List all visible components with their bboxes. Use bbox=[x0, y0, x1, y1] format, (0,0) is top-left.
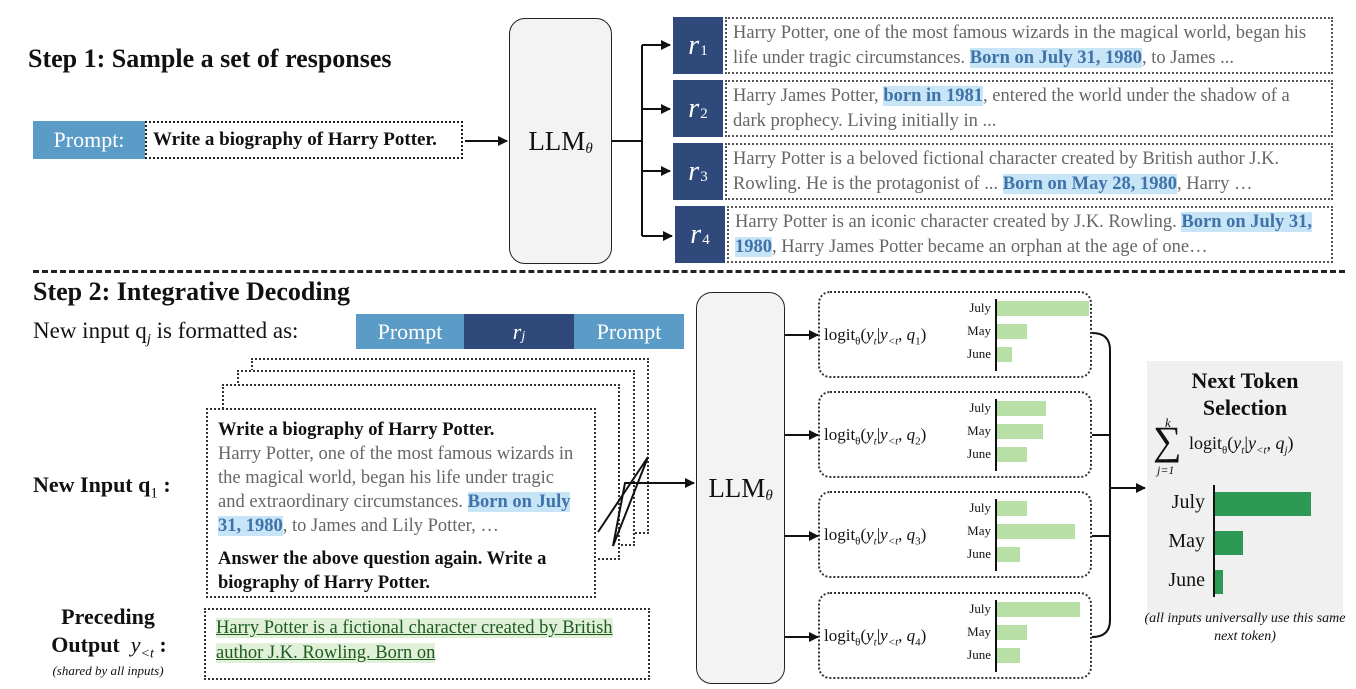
next-bar-axis bbox=[1213, 485, 1215, 597]
bar-label-july: July bbox=[969, 500, 991, 515]
prompt-text-box: Write a biography of Harry Potter. bbox=[145, 121, 463, 159]
bar-may bbox=[996, 524, 1075, 539]
next-bar-june bbox=[1215, 570, 1223, 594]
prompt-label: Prompt: bbox=[33, 121, 145, 159]
llm-subscript: θ bbox=[585, 140, 593, 157]
bar-label-may: May bbox=[967, 624, 991, 639]
bar-axis bbox=[995, 499, 997, 571]
bar-label-may: May bbox=[967, 523, 991, 538]
bar-july bbox=[996, 501, 1027, 516]
next-token-title: Next Token Selection bbox=[1191, 368, 1299, 420]
bar-june bbox=[996, 447, 1027, 462]
format-description: New input qj is formatted as: bbox=[33, 318, 299, 348]
bar-axis bbox=[995, 600, 997, 672]
preceding-note: (shared by all inputs) bbox=[52, 663, 164, 678]
bar-label-july: July bbox=[969, 300, 991, 315]
logit-formula: logitθ(yt|y<t, q1) bbox=[824, 325, 927, 348]
bar-july bbox=[996, 602, 1081, 617]
bar-label-may: May bbox=[967, 423, 991, 438]
input-card-q1: Write a biography of Harry Potter. Harry… bbox=[206, 408, 596, 598]
next-bar-label-june: June bbox=[1168, 569, 1205, 591]
bar-label-june: June bbox=[967, 346, 991, 361]
input-card-question: Write a biography of Harry Potter. bbox=[218, 420, 495, 440]
next-token-note: (all inputs universally use this same ne… bbox=[1144, 611, 1346, 644]
logit-formula: logitθ(yt|y<t, q3) bbox=[824, 525, 927, 548]
next-bar-label-july: July bbox=[1171, 491, 1205, 513]
format-segment-prompt-1: Prompt bbox=[356, 314, 464, 349]
bar-label-may: May bbox=[967, 323, 991, 338]
new-input-label: New Input q1 : bbox=[33, 472, 171, 502]
bar-label-july: July bbox=[969, 400, 991, 415]
input-card-response: Harry Potter, one of the most famous wiz… bbox=[218, 444, 574, 536]
response-box-r3: Harry Potter is a beloved fictional char… bbox=[725, 143, 1333, 200]
preceding-output-label: Output y<t : bbox=[51, 632, 167, 662]
bar-june bbox=[996, 347, 1013, 362]
bar-july bbox=[996, 401, 1047, 416]
format-segment-prompt-2: Prompt bbox=[574, 314, 684, 349]
sigma-icon: ∑ bbox=[1153, 418, 1182, 463]
llm-label-step2: LLM bbox=[708, 472, 766, 503]
response-box-r1: Harry Potter, one of the most famous wiz… bbox=[725, 17, 1333, 74]
llm-subscript-step2: θ bbox=[765, 487, 773, 504]
step2-title: Step 2: Integrative Decoding bbox=[33, 277, 351, 306]
bar-label-june: June bbox=[967, 546, 991, 561]
logit-formula: logitθ(yt|y<t, q4) bbox=[824, 626, 927, 649]
step-divider bbox=[33, 270, 1345, 273]
bar-june bbox=[996, 648, 1021, 663]
bar-label-july: July bbox=[969, 601, 991, 616]
bar-axis bbox=[995, 399, 997, 471]
sum-formula: k ∑ j=1 logitθ(yt|y<t, qj) bbox=[1153, 415, 1294, 477]
bar-label-june: June bbox=[967, 647, 991, 662]
bar-may bbox=[996, 625, 1027, 640]
next-token-panel: Next Token Selection k ∑ j=1 logitθ(yt|y… bbox=[1147, 361, 1343, 619]
bar-label-june: June bbox=[967, 446, 991, 461]
next-bar-may bbox=[1215, 531, 1243, 555]
next-bar-label-may: May bbox=[1168, 530, 1205, 552]
response-box-r2: Harry James Potter, born in 1981, entere… bbox=[725, 80, 1333, 137]
preceding-label: Preceding bbox=[61, 604, 155, 629]
step1-title: Step 1: Sample a set of responses bbox=[28, 44, 392, 73]
bar-june bbox=[996, 547, 1021, 562]
logit-formula: logitθ(yt|y<t, q2) bbox=[824, 425, 927, 448]
bar-axis bbox=[995, 299, 997, 371]
llm-label: LLM bbox=[528, 125, 586, 156]
bar-july bbox=[996, 301, 1089, 316]
response-box-r4: Harry Potter is an iconic character crea… bbox=[727, 206, 1333, 263]
next-bar-july bbox=[1215, 492, 1311, 516]
bar-may bbox=[996, 324, 1027, 339]
preceding-output-box: Harry Potter is a fictional character cr… bbox=[204, 608, 650, 680]
bar-may bbox=[996, 424, 1043, 439]
input-card-instruction: Answer the above question again. Write a… bbox=[218, 549, 547, 593]
